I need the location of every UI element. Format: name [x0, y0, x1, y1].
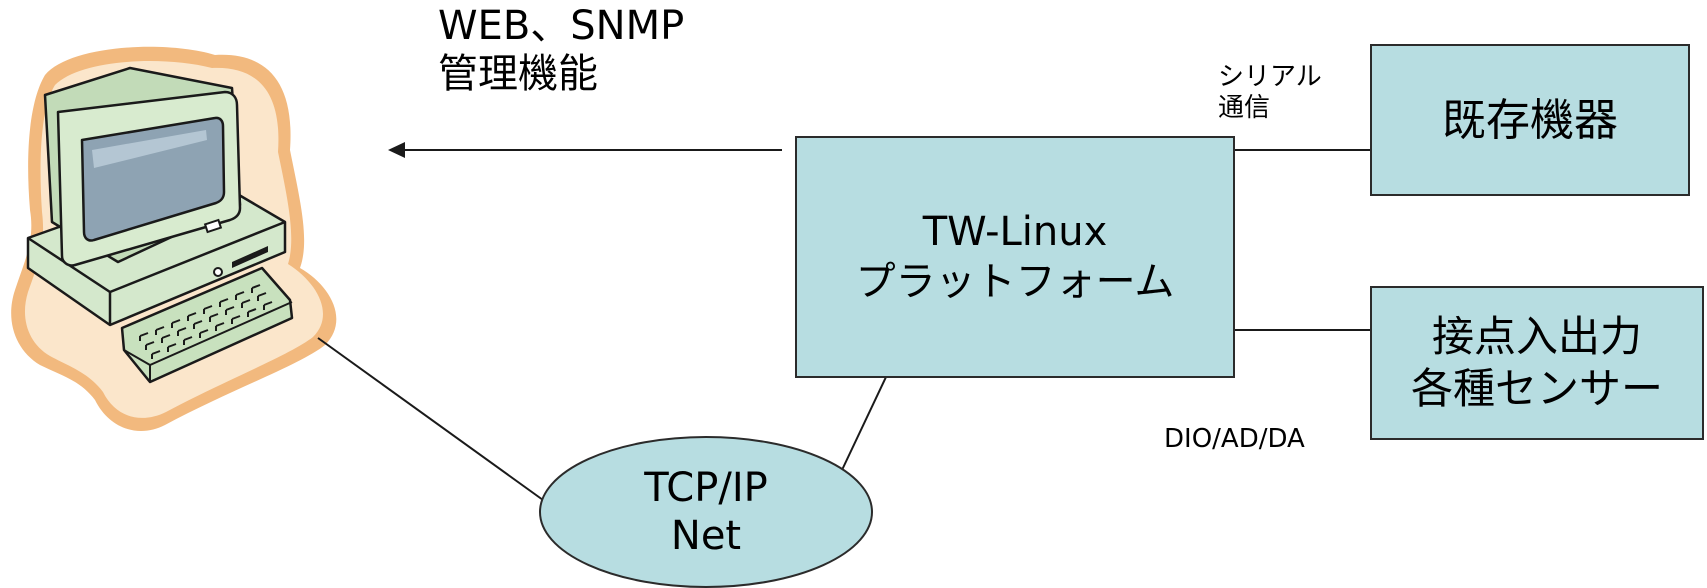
- serial-label-line2: 通信: [1218, 93, 1271, 124]
- management-label-line2: 管理機能: [438, 51, 598, 97]
- sensors-line1: 接点入出力: [1431, 311, 1642, 361]
- management-label-line1: WEB、SNMP: [438, 3, 685, 49]
- management-label: WEB、SNMP 管理機能: [438, 2, 684, 98]
- computer-icon: [11, 46, 337, 432]
- platform-title: TW-Linux: [922, 209, 1108, 255]
- network-label: TCP/IP Net: [560, 450, 852, 574]
- platform-box: TW-Linux プラットフォーム: [795, 136, 1235, 378]
- computer-to-network-line: [317, 337, 544, 501]
- management-arrow: [388, 142, 782, 158]
- sensors-box: 接点入出力 各種センサー: [1370, 286, 1704, 440]
- sensors-line2: 各種センサー: [1410, 364, 1663, 413]
- io-label: DIO/AD/DA: [1164, 424, 1305, 455]
- network-line1: TCP/IP: [644, 465, 768, 511]
- existing-equipment-label: 既存機器: [1442, 94, 1618, 146]
- network-line2: Net: [670, 513, 742, 559]
- platform-subtitle: プラットフォーム: [855, 259, 1175, 305]
- existing-equipment-box: 既存機器: [1370, 44, 1690, 196]
- platform-to-network-line: [841, 376, 887, 471]
- network-ellipse: [539, 436, 873, 588]
- serial-label: シリアル 通信: [1218, 62, 1322, 124]
- io-label-text: DIO/AD/DA: [1164, 424, 1305, 454]
- serial-label-line1: シリアル: [1218, 62, 1322, 92]
